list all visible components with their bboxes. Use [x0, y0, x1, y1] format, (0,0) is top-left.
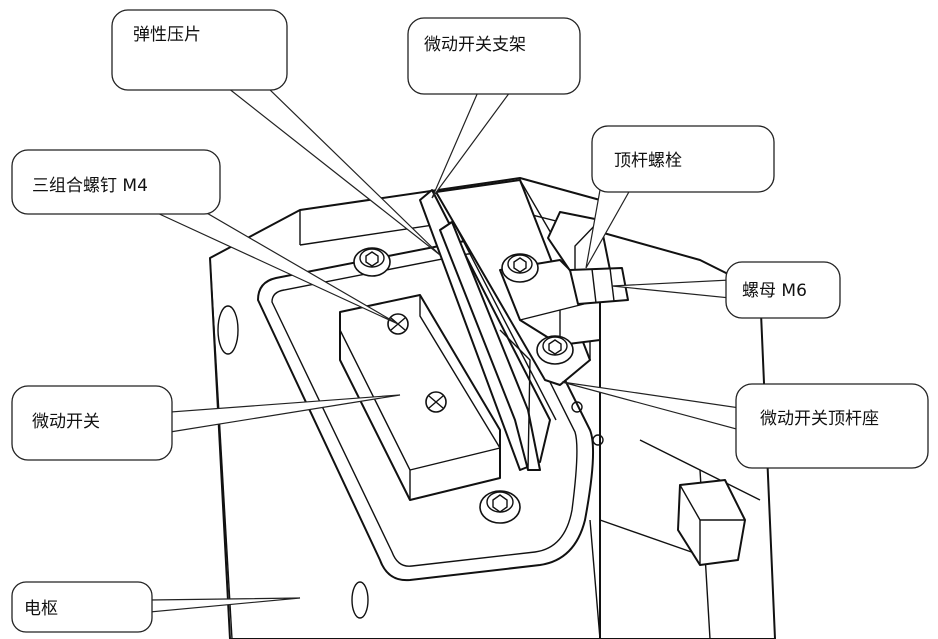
label-ejector-bolt: 顶杆螺栓 — [614, 151, 682, 171]
callout-ejector-seat: 微动开关顶杆座 — [561, 381, 929, 469]
socket-screw-bottom — [479, 490, 521, 524]
callout-switch-bracket: 微动开关支架 — [407, 17, 581, 199]
mechanism-drawing — [209, 177, 776, 639]
housing-nut — [677, 479, 746, 566]
callout-armature: 电枢 — [11, 581, 301, 633]
callout-nut-m6: 螺母 M6 — [611, 261, 841, 319]
socket-screw-seat — [536, 335, 574, 365]
callout-screw-m4: 三组合螺钉 M4 — [11, 149, 399, 325]
elastic-plate — [439, 221, 541, 471]
label-armature: 电枢 — [24, 599, 58, 619]
label-micro-switch: 微动开关 — [32, 412, 100, 432]
label-ejector-seat: 微动开关顶杆座 — [760, 409, 879, 429]
label-elastic-plate: 弹性压片 — [133, 25, 201, 45]
callout-elastic-plate: 弹性压片 — [111, 9, 441, 256]
callout-ejector-bolt: 顶杆螺栓 — [585, 125, 775, 269]
label-switch-bracket: 微动开关支架 — [424, 35, 526, 55]
label-screw-m4: 三组合螺钉 M4 — [32, 176, 148, 196]
callout-micro-switch: 微动开关 — [11, 385, 401, 461]
socket-screw-right — [501, 253, 539, 283]
socket-screw-top — [353, 247, 391, 277]
label-nut-m6: 螺母 M6 — [742, 281, 807, 301]
